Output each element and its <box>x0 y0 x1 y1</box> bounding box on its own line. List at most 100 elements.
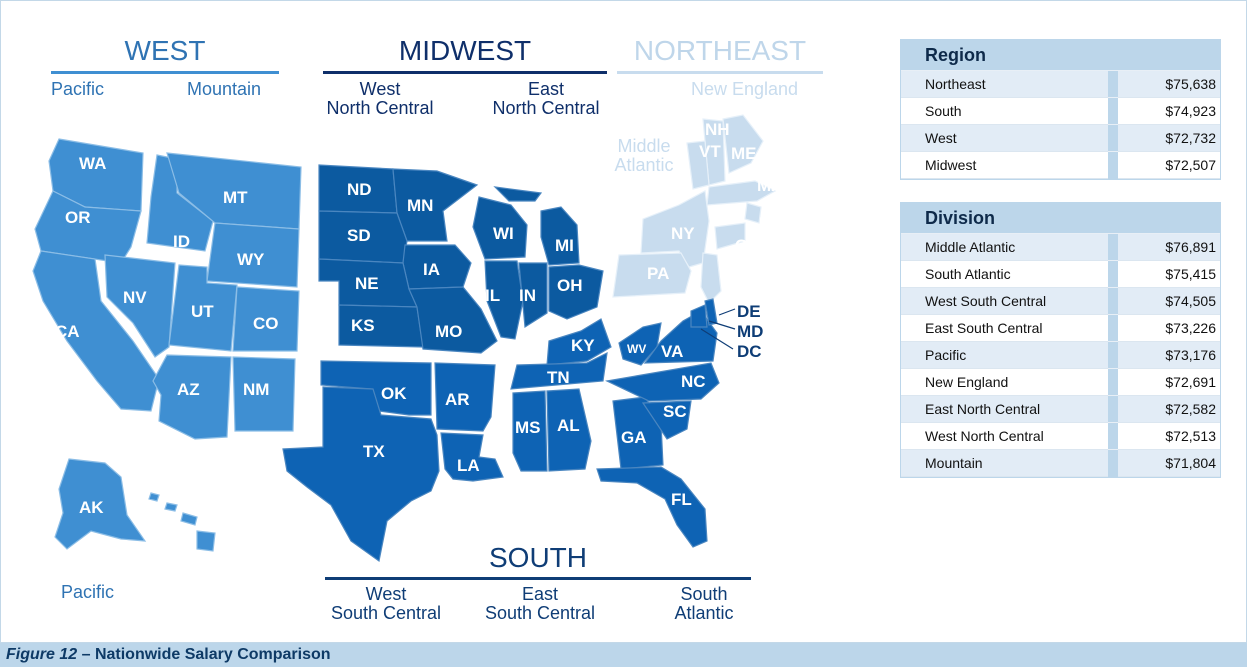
state-label-pa: PA <box>647 264 669 283</box>
table-row: West$72,732 <box>901 124 1220 152</box>
leader-line-dc <box>700 328 734 350</box>
state-label-tn: TN <box>547 368 570 387</box>
row-name: Middle Atlantic <box>901 233 1108 261</box>
state-shape-pa <box>612 252 692 298</box>
state-label-vt: VT <box>699 142 721 161</box>
state-label-nv: NV <box>123 288 147 307</box>
division-label-east-south-central: East South Central <box>484 584 596 623</box>
region-rule-northeast <box>617 71 823 74</box>
state-label-ri: RI <box>759 214 776 233</box>
state-shape-me <box>722 114 764 174</box>
region-salary-table: Region Northeast$75,638 South$74,923 Wes… <box>900 39 1221 180</box>
table-row: West South Central$74,505 <box>901 287 1220 315</box>
state-label-wy: WY <box>237 250 265 269</box>
row-name: East North Central <box>901 395 1108 423</box>
state-label-ok: OK <box>381 384 407 403</box>
division-label-east-north-central: East North Central <box>492 79 600 118</box>
region-rule-midwest <box>323 71 607 74</box>
row-name: Northeast <box>901 70 1108 98</box>
row-value: $74,923 <box>1118 97 1220 125</box>
state-label-mn: MN <box>407 196 433 215</box>
table-row: Middle Atlantic$76,891 <box>901 233 1220 261</box>
state-label-ga: GA <box>621 428 647 447</box>
figure-frame: WEST Pacific Mountain MIDWEST West North… <box>0 0 1247 643</box>
state-shape-oh <box>548 264 604 320</box>
table-row: East North Central$72,582 <box>901 395 1220 423</box>
state-shape-ri <box>744 202 762 224</box>
state-label-in: IN <box>519 286 536 305</box>
south-region-shapes <box>282 298 720 563</box>
state-label-mt: MT <box>223 188 248 207</box>
state-label-va: VA <box>661 342 683 361</box>
caption-dash: – <box>77 646 95 663</box>
state-label-tx: TX <box>363 442 385 461</box>
state-shape-fl <box>596 466 708 548</box>
row-name: South Atlantic <box>901 260 1108 288</box>
state-label-mo: MO <box>435 322 462 341</box>
row-value: $71,804 <box>1118 449 1220 477</box>
division-label-west-north-central: West North Central <box>326 79 434 118</box>
row-name: New England <box>901 368 1108 396</box>
west-region-shapes <box>32 138 302 552</box>
state-label-ny: NY <box>671 224 695 243</box>
row-value: $72,513 <box>1118 422 1220 450</box>
state-shape-mo <box>408 286 498 354</box>
state-shape-nc <box>605 362 720 402</box>
state-label-mi: MI <box>555 236 574 255</box>
state-shape-ma <box>706 180 777 206</box>
state-label-ia: IA <box>423 260 440 279</box>
state-label-co: CO <box>253 314 279 333</box>
state-label-or: OR <box>65 208 91 227</box>
state-shape-nm <box>232 356 296 432</box>
state-label-ne: NE <box>355 274 379 293</box>
state-label-ar: AR <box>445 390 470 409</box>
leader-line-de <box>718 308 736 316</box>
table-row: East South Central$73,226 <box>901 314 1220 342</box>
table-row: Pacific$73,176 <box>901 341 1220 369</box>
figure-title: Nationwide Salary Comparison <box>94 646 331 663</box>
state-shape-or <box>34 190 142 264</box>
state-shape-la <box>440 432 504 482</box>
us-region-map: WA OR CA ID MT WY NV UT CO AZ NM AK HI N… <box>32 114 783 563</box>
region-title-midwest: MIDWEST <box>398 35 532 66</box>
state-label-fl: FL <box>671 490 692 509</box>
division-label-south-atlantic: South Atlantic <box>674 584 734 623</box>
region-title-south: SOUTH <box>489 542 587 573</box>
state-shape-tn <box>510 351 608 390</box>
division-label-new-england: New England <box>691 79 799 99</box>
state-shape-wi <box>472 196 528 260</box>
state-label-hi: HI <box>173 528 190 547</box>
state-label-ak: AK <box>79 498 104 517</box>
state-label-md: MD <box>737 322 763 341</box>
state-label-il: IL <box>485 286 500 305</box>
state-shape-ut <box>168 264 238 352</box>
figure-caption: Figure 12 – Nationwide Salary Comparison <box>0 643 1247 667</box>
division-salary-table: Division Middle Atlantic$76,891 South At… <box>900 202 1221 478</box>
state-label-sd: SD <box>347 226 371 245</box>
region-title-west: WEST <box>124 35 206 66</box>
state-shape-ar <box>434 362 496 432</box>
row-name: South <box>901 97 1108 125</box>
table-row: New England$72,691 <box>901 368 1220 396</box>
row-value: $72,732 <box>1118 124 1220 152</box>
state-label-ct: CT <box>735 236 758 255</box>
table-row: Midwest$72,507 <box>901 151 1220 179</box>
state-label-az: AZ <box>177 380 200 399</box>
row-name: East South Central <box>901 314 1108 342</box>
state-shape-vt <box>686 140 710 190</box>
row-value: $73,176 <box>1118 341 1220 369</box>
table-row: Mountain$71,804 <box>901 449 1220 477</box>
state-label-ma: MA <box>757 176 783 195</box>
state-shape-hi <box>148 492 216 552</box>
state-label-de: DE <box>737 302 761 321</box>
row-value: $74,505 <box>1118 287 1220 315</box>
state-label-la: LA <box>457 456 480 475</box>
state-label-wi: WI <box>493 224 514 243</box>
state-shape-il <box>484 260 524 340</box>
state-label-nd: ND <box>347 180 372 199</box>
state-label-nj: NJ <box>725 266 747 285</box>
division-label-mountain: Mountain <box>187 79 262 99</box>
region-rule-west <box>51 71 279 74</box>
state-label-nc: NC <box>681 372 706 391</box>
state-shape-ms <box>512 390 548 472</box>
